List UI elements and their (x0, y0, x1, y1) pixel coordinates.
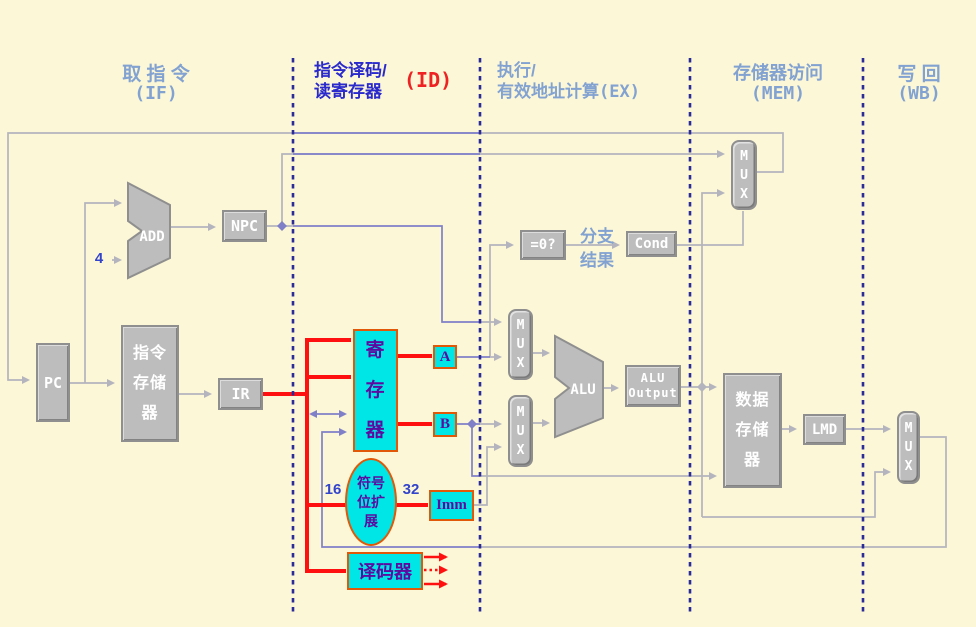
data-memory-line3: 器 (743, 451, 761, 469)
data-memory: 数据 存储 器 (723, 373, 782, 488)
stage-title-if: 取 指 令 (122, 64, 190, 85)
add-label: ADD (139, 229, 164, 245)
wb-mux-label: MUX (904, 421, 913, 474)
sign-extend-line1: 符号 (357, 474, 385, 491)
pc-register: PC (36, 343, 70, 422)
stage-abbr-mem: (MEM) (750, 83, 806, 104)
mem-mux-label: MUX (740, 148, 748, 202)
stage-title-ex-text: 有效地址计算 (497, 82, 599, 101)
stage-title-id-line1: 指令译码/ (314, 61, 387, 80)
stage-abbr-wb: (WB) (897, 83, 941, 104)
alu-label: ALU (570, 382, 595, 398)
b-latch: B (433, 412, 457, 437)
gray-wires (7, 132, 947, 548)
red-buses (263, 338, 432, 573)
cond-register: Cond (626, 231, 677, 257)
data-memory-line1: 数据 (735, 391, 770, 409)
branch-result-label-line2: 结果 (580, 251, 614, 270)
decoder-unit: 译码器 (347, 552, 423, 590)
register-file: 寄 存 器 (353, 329, 398, 452)
stage-dividers (291, 58, 865, 613)
add-shape: ADD (127, 181, 171, 280)
stage-title-id-line2: 读寄存器 (314, 82, 382, 101)
alu-output-line2: Output (628, 386, 678, 400)
width-16-label: 16 (324, 481, 342, 498)
instruction-memory-line2: 存储 (132, 374, 167, 392)
register-file-char3: 器 (365, 419, 386, 441)
a-latch: A (433, 345, 457, 369)
alu-shape: ALU (554, 334, 604, 439)
stage-abbr-id: (ID) (404, 68, 453, 92)
stage-title-mem: 存储器访问 (733, 63, 823, 83)
ex-mux-lower-label: MUX (516, 404, 525, 458)
sign-extend-line3: 展 (364, 512, 378, 529)
instruction-memory-line1: 指令 (132, 344, 167, 362)
register-file-char1: 寄 (365, 339, 386, 361)
lmd-register: LMD (803, 414, 846, 445)
npc-register: NPC (222, 210, 267, 242)
ex-mux-upper: MUX (508, 309, 533, 380)
sign-extend-unit: 符号 位扩 展 (345, 458, 397, 546)
ex-mux-upper-label: MUX (516, 318, 525, 371)
const-4-label: 4 (94, 250, 104, 267)
stage-abbr-ex: (EX) (599, 82, 640, 102)
stage-abbr-if: (IF) (134, 83, 178, 104)
decoder-control-arrows (424, 552, 448, 589)
sign-extend-line2: 位扩 (357, 493, 385, 510)
width-32-label: 32 (402, 481, 420, 498)
instruction-memory: 指令 存储 器 (121, 325, 179, 442)
mem-mux: MUX (731, 140, 757, 210)
branch-result-label-line1: 分支 (580, 227, 614, 246)
imm-latch: Imm (429, 490, 474, 521)
data-memory-line2: 存储 (735, 421, 770, 439)
wb-mux: MUX (897, 411, 920, 484)
stage-title-ex-line1: 执行/ (497, 61, 536, 80)
register-file-char2: 存 (365, 379, 386, 401)
alu-output-register: ALU Output (625, 365, 681, 407)
stage-title-wb: 写 回 (897, 64, 941, 85)
alu-output-line1: ALU (640, 371, 666, 385)
stage-title-ex-line2: 有效地址计算(EX) (497, 77, 640, 102)
junction-diamonds (277, 221, 707, 429)
instruction-memory-line3: 器 (141, 404, 159, 422)
ir-register: IR (218, 378, 263, 410)
zero-test-unit: =0? (520, 230, 566, 260)
ex-mux-lower: MUX (508, 395, 533, 467)
